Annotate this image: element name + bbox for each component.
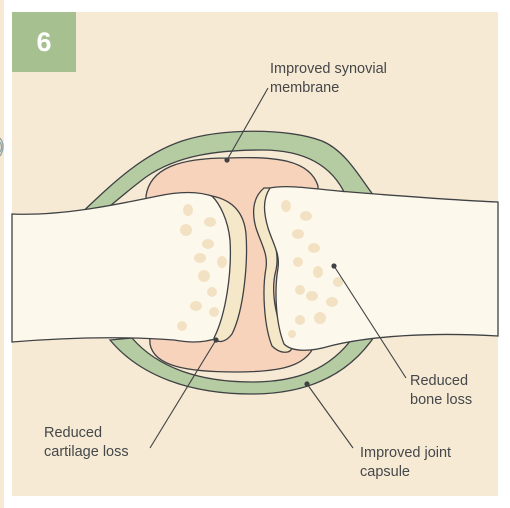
label-bone-loss: Reduced bone loss [410, 372, 472, 410]
right-bone [265, 187, 499, 351]
step-number: 6 [36, 27, 51, 58]
marker-bone-loss [331, 263, 336, 268]
marker-cartilage [213, 337, 218, 342]
label-joint-capsule: Improved joint capsule [360, 444, 451, 482]
label-cartilage-loss: Reduced cartilage loss [44, 424, 129, 462]
marker-capsule [304, 381, 309, 386]
label-synovial-membrane: Improved synovial membrane [270, 60, 387, 98]
marker-synovial [224, 157, 229, 162]
left-panel-edge [0, 0, 4, 508]
step-badge: 6 [12, 12, 76, 72]
left-bone [12, 193, 243, 342]
